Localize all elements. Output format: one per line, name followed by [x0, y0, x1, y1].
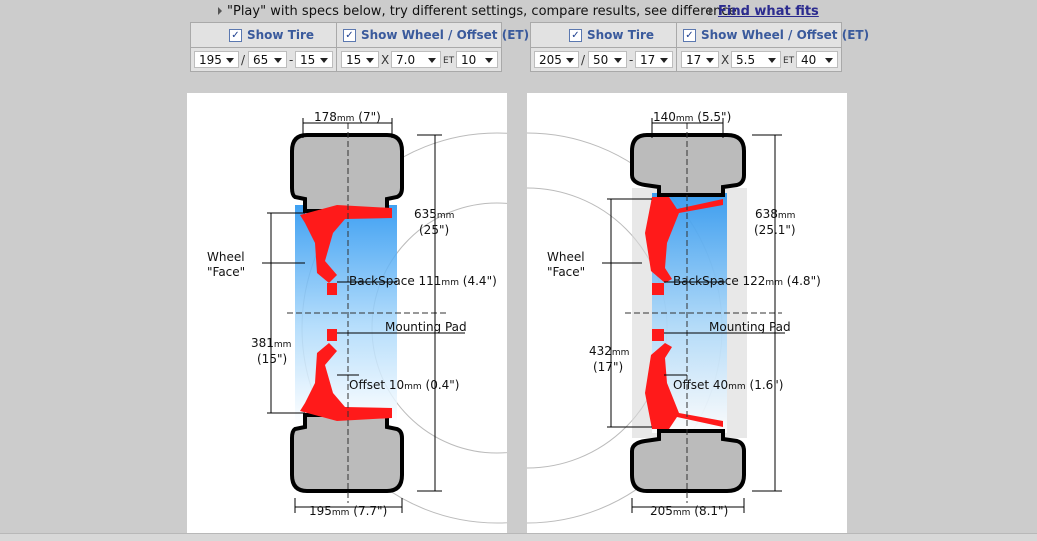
- mounting-pad-label: Mounting Pad: [709, 320, 791, 334]
- right-spec-panel: ✓ Show Tire ✓ Show Wheel / Offset (ET) 2…: [530, 22, 869, 72]
- checkbox-checked-icon[interactable]: ✓: [569, 29, 582, 42]
- chevron-down-icon: [320, 58, 328, 63]
- overall-diameter-label: 635mm: [414, 207, 454, 221]
- left-spec-panel: ✓ Show Tire ✓ Show Wheel / Offset (ET) 1…: [190, 22, 529, 72]
- backspace-label: BackSpace 111mm (4.4"): [349, 274, 497, 288]
- wheel-width-select[interactable]: 7.0: [391, 51, 441, 68]
- find-what-fits-link[interactable]: Find what fits: [718, 4, 819, 19]
- info-bar: "Play" with specs below, try different s…: [0, 3, 1037, 21]
- chevron-down-icon: [706, 58, 714, 63]
- arrow-right-icon: [218, 7, 222, 15]
- show-tire-toggle[interactable]: ✓ Show Tire: [531, 23, 677, 47]
- chevron-down-icon: [660, 58, 668, 63]
- chevron-down-icon: [566, 58, 574, 63]
- offset-et-select[interactable]: 40: [796, 51, 838, 68]
- tire-width-select[interactable]: 195: [194, 51, 239, 68]
- spoke-top: [300, 205, 392, 283]
- svg-text:(15"): (15"): [257, 352, 287, 366]
- spoke-bottom: [300, 343, 392, 421]
- tire-aspect-select[interactable]: 50: [588, 51, 627, 68]
- chevron-down-icon: [274, 58, 282, 63]
- tire-rim-select[interactable]: 15: [295, 51, 333, 68]
- svg-text:"Face": "Face": [207, 265, 245, 279]
- section-width-label: 140mm (5.5"): [653, 110, 731, 124]
- spoke-top: [645, 197, 723, 283]
- tire-rim-select[interactable]: 17: [635, 51, 673, 68]
- play-instructions: "Play" with specs below, try different s…: [227, 4, 749, 19]
- tire-bottom: [290, 413, 404, 493]
- checkbox-checked-icon[interactable]: ✓: [229, 29, 242, 42]
- bottom-scroll-area: [0, 533, 1037, 541]
- checkbox-checked-icon[interactable]: ✓: [683, 29, 696, 42]
- offset-label: Offset 10mm (0.4"): [349, 378, 459, 392]
- chevron-down-icon: [485, 58, 493, 63]
- chevron-down-icon: [825, 58, 833, 63]
- show-tire-toggle[interactable]: ✓ Show Tire: [191, 23, 337, 47]
- svg-text:"Face": "Face": [547, 265, 585, 279]
- tire-aspect-select[interactable]: 65: [248, 51, 287, 68]
- wheel-diameter-select[interactable]: 15: [341, 51, 379, 68]
- backspace-label: BackSpace 122mm (4.8"): [673, 274, 821, 288]
- wheel-width-select[interactable]: 5.5: [731, 51, 781, 68]
- right-wheel-diagram: 140mm (5.5") 638mm (25.1") Wheel "Face" …: [527, 93, 847, 533]
- chevron-down-icon: [428, 58, 436, 63]
- tire-top: [630, 133, 746, 197]
- tire-width-label: 205mm (8.1"): [650, 504, 728, 518]
- tire-top: [290, 133, 404, 213]
- rim-barrel: [295, 205, 397, 425]
- tire-width-label: 195mm (7.7"): [309, 504, 387, 518]
- left-wheel-diagram: 178mm (7") 635mm (25") Wheel "Face" 381m…: [187, 93, 507, 533]
- arrow-right-icon: [709, 7, 713, 15]
- chevron-down-icon: [226, 58, 234, 63]
- tire-bottom: [630, 429, 746, 493]
- mounting-pad-label: Mounting Pad: [385, 320, 467, 334]
- chevron-down-icon: [366, 58, 374, 63]
- show-wheel-toggle[interactable]: ✓ Show Wheel / Offset (ET): [677, 23, 869, 47]
- offset-label: Offset 40mm (1.6"): [673, 378, 783, 392]
- section-width-label: 178mm (7"): [314, 110, 381, 124]
- wheel-face-label: Wheel: [207, 250, 245, 264]
- svg-text:(25"): (25"): [419, 223, 449, 237]
- chevron-down-icon: [768, 58, 776, 63]
- wheel-face-label: Wheel: [547, 250, 585, 264]
- checkbox-checked-icon[interactable]: ✓: [343, 29, 356, 42]
- svg-text:(25.1"): (25.1"): [754, 223, 796, 237]
- spoke-bottom: [645, 343, 723, 429]
- show-wheel-toggle[interactable]: ✓ Show Wheel / Offset (ET): [337, 23, 529, 47]
- chevron-down-icon: [614, 58, 622, 63]
- rim-diameter-label: 381mm: [251, 336, 291, 350]
- offset-et-select[interactable]: 10: [456, 51, 498, 68]
- svg-text:(17"): (17"): [593, 360, 623, 374]
- rim-diameter-label: 432mm: [589, 344, 629, 358]
- tire-width-select[interactable]: 205: [534, 51, 579, 68]
- wheel-diameter-select[interactable]: 17: [681, 51, 719, 68]
- overall-diameter-label: 638mm: [755, 207, 795, 221]
